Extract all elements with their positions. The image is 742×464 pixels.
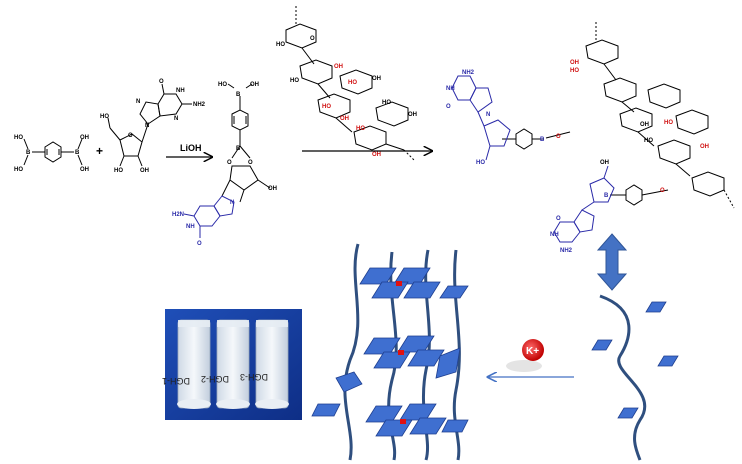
ring-oxygen: O — [310, 36, 315, 42]
amide-nh: NH — [446, 86, 455, 92]
hydroxyl-label: HO — [14, 135, 23, 141]
boron-label: B — [604, 193, 609, 199]
nitrogen-label: N — [136, 99, 140, 105]
amide-nh: NH — [186, 224, 195, 230]
boron-right: B — [75, 150, 80, 156]
amine-h2n: H2N — [172, 212, 184, 218]
amide-nh: NH — [550, 232, 559, 238]
reagent-lioh: LiOH — [180, 143, 202, 153]
vial-3 — [255, 319, 289, 409]
guanosine-structure — [107, 83, 192, 167]
hydroxyl-label-red: OH — [334, 64, 343, 70]
ion-shadow — [506, 360, 542, 372]
hydroxyl-label: OH — [140, 168, 149, 174]
hydroxyl-label-red: HO — [322, 104, 331, 110]
conjugate-structure — [502, 22, 735, 209]
ester-oxygen: O — [227, 160, 232, 166]
hydroxyl-label-red: HO — [348, 80, 357, 86]
vial-3-label: DGH-3 — [240, 372, 268, 382]
amine-nh2: NH2 — [560, 248, 573, 254]
hydroxyl-label-red: HO — [664, 120, 673, 126]
amine-nh2: NH2 — [193, 102, 206, 108]
hydroxyl-label: HO — [100, 114, 109, 120]
hydroxyl-label: HO — [276, 42, 285, 48]
hydroxyl-label: OH — [80, 167, 89, 173]
hydroxyl-label: OH — [640, 122, 649, 128]
hydroxyl-label: OH — [600, 160, 609, 166]
guanine-base-blue — [183, 195, 235, 238]
ester-oxygen: O — [556, 134, 561, 140]
boron-label: B — [540, 137, 545, 143]
hydroxyl-label: HO — [14, 167, 23, 173]
carbonyl-oxygen: O — [159, 79, 164, 85]
polysaccharide-hydroxyls: HO O HO OH HO OH HO OH HO OH HO OH — [276, 36, 417, 158]
hydroxyl-label: OH — [80, 135, 89, 141]
hydroxyl-label: OH — [268, 186, 277, 192]
ester-oxygen: O — [660, 188, 665, 194]
boron-left: B — [26, 150, 31, 156]
hydroxyl-label: HO — [290, 78, 299, 84]
equivalence-arrow — [596, 233, 628, 291]
vial-1 — [177, 319, 211, 409]
hydroxyl-label-red: OH — [700, 144, 709, 150]
hydroxyl-label: HO — [476, 160, 485, 166]
conjugate-ribose-blue — [477, 111, 615, 211]
potassium-ion — [522, 339, 544, 361]
ester-oxygen: O — [248, 160, 253, 166]
hydroxyl-label-red: OH — [570, 60, 579, 66]
nitrogen-label: N — [174, 116, 178, 122]
potassium-ion-label: K+ — [526, 346, 539, 357]
carbonyl-oxygen: O — [446, 104, 451, 110]
hydroxyl-label-red: HO — [570, 68, 579, 74]
vial-2-label: DGH-2 — [201, 374, 229, 384]
hydrogel-vials-photo: DGH-1 DGH-2 DGH-3 — [162, 309, 302, 420]
single-strand-schematic — [591, 294, 679, 461]
hydroxyl-label: HO — [218, 82, 227, 88]
hydroxyl-label-red: HO — [356, 126, 365, 132]
nitrogen-label: N — [145, 123, 149, 129]
amide-nh: NH — [176, 88, 185, 94]
nitrogen-label: N — [230, 200, 234, 206]
polysaccharide-structure — [285, 6, 415, 161]
hydroxyl-label: HO — [644, 138, 653, 144]
hydroxyl-label: OH — [250, 82, 259, 88]
carbonyl-oxygen: O — [556, 216, 561, 222]
hydroxyl-label-red: OH — [372, 152, 381, 158]
diboronic-acid-structure — [23, 138, 83, 166]
boron-label: B — [236, 146, 241, 152]
hydroxyl-label-red: OH — [340, 116, 349, 122]
hydroxyl-label: HO — [114, 168, 123, 174]
conjugate-guanine-blue — [451, 75, 595, 243]
nitrogen-label: N — [486, 112, 490, 118]
boronate-ester-structure — [221, 83, 271, 203]
plus-sign: + — [96, 144, 103, 158]
hydroxyl-label: OH — [408, 112, 417, 118]
hydroxyl-label: HO — [382, 100, 391, 106]
boron-label: B — [236, 92, 241, 98]
hydroxyl-label: OH — [372, 76, 381, 82]
g-quadruplex-schematic — [311, 243, 469, 461]
vial-2 — [216, 319, 250, 409]
amine-nh2: NH2 — [462, 70, 475, 76]
carbonyl-oxygen: O — [197, 241, 202, 247]
ring-oxygen: O — [128, 133, 133, 139]
vial-1-label: DGH-1 — [162, 376, 190, 386]
